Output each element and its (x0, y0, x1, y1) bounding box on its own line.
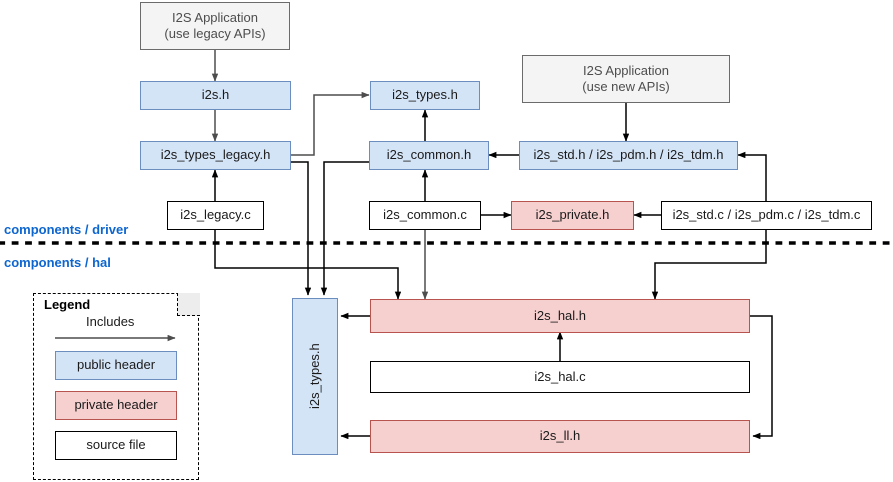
node-i2s-types-legacy-h[interactable]: i2s_types_legacy.h (140, 141, 291, 170)
node-i2s-types-h-hal[interactable]: i2s_types.h (292, 298, 338, 455)
node-i2s-application-new[interactable]: I2S Application (use new APIs) (522, 55, 730, 103)
legend-swatch-public-header: public header (55, 351, 177, 380)
legend-title: Legend (44, 297, 91, 312)
zone-label-hal: components / hal (4, 255, 111, 270)
legend-includes-label: Includes (86, 314, 135, 329)
node-i2s-ll-h[interactable]: i2s_ll.h (370, 420, 750, 453)
legend-swatch-private-header: private header (55, 391, 177, 420)
legend-swatch-source-file: source file (55, 431, 177, 460)
node-i2s-types-h-top[interactable]: i2s_types.h (370, 81, 480, 110)
node-i2s-common-h[interactable]: i2s_common.h (369, 141, 489, 170)
node-i2s-hal-h[interactable]: i2s_hal.h (370, 299, 750, 333)
node-i2s-legacy-c[interactable]: i2s_legacy.c (167, 201, 264, 230)
zone-label-driver: components / driver (4, 222, 129, 237)
legend-dogear-icon (177, 293, 200, 316)
legend-includes-arrow-icon (55, 334, 176, 342)
node-i2s-common-c[interactable]: i2s_common.c (369, 201, 481, 230)
node-i2s-hal-c[interactable]: i2s_hal.c (370, 361, 750, 393)
node-i2s-std-pdm-tdm-h[interactable]: i2s_std.h / i2s_pdm.h / i2s_tdm.h (519, 141, 738, 170)
node-i2s-application-legacy[interactable]: I2S Application (use legacy APIs) (140, 2, 290, 50)
node-i2s-h[interactable]: i2s.h (140, 81, 291, 110)
node-i2s-std-pdm-tdm-c[interactable]: i2s_std.c / i2s_pdm.c / i2s_tdm.c (661, 201, 872, 230)
node-i2s-private-h[interactable]: i2s_private.h (511, 201, 634, 230)
